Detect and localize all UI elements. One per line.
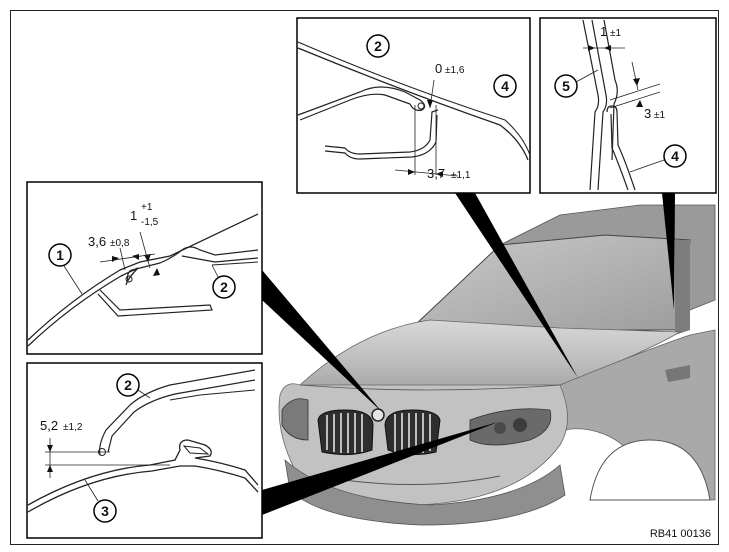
dim-width-tol: ±1,1 [451, 170, 471, 181]
dim-width-tol: ±0,8 [110, 238, 130, 249]
car-headlight-right [469, 408, 552, 446]
dim-gap-value: 1 [130, 208, 137, 223]
part-2-seal [126, 246, 259, 283]
outer-frame [10, 10, 719, 545]
callout-circle [493, 74, 517, 98]
detail-top-middle: 2 4 0 ±1,6 3,7 ±1,1 [296, 17, 531, 194]
callout-3: 3 [101, 503, 109, 519]
dim-width-value: 3,6 [88, 234, 106, 249]
inner-panel [324, 109, 439, 155]
car-hood-gap [299, 384, 561, 391]
dim-gap-tol: ±1,6 [445, 65, 465, 76]
pointer-to-bottom-left [262, 422, 498, 515]
dim-width-value: 3,7 [427, 166, 445, 181]
part-2-seal [107, 379, 256, 453]
inner-panel [324, 114, 438, 160]
car-headlight-left [281, 398, 309, 441]
callout-circle [554, 74, 578, 98]
part-2-seal [169, 389, 256, 401]
part-5-edge [591, 19, 608, 191]
detail-top-right: 5 4 1 ±1 3 ±1 [539, 17, 717, 194]
dim-offset-value: 3 [644, 106, 651, 121]
car-logo [371, 408, 385, 422]
part-1-panel [27, 213, 259, 341]
callout-2: 2 [220, 279, 228, 295]
part-2-seal [297, 86, 426, 116]
dim-gap-value: 0 [435, 61, 442, 76]
car-lower-intake [329, 475, 501, 485]
part-4-seal [610, 113, 629, 191]
car-bumper [284, 458, 566, 526]
detail-bottom-left: 2 3 5,2 ±1,2 [26, 362, 263, 539]
callout-4: 4 [671, 148, 679, 164]
part-3-panel [27, 439, 259, 506]
car-side-vent [665, 365, 690, 382]
part-4-outline [297, 41, 531, 156]
dim-gap-tol-upper: +1 [141, 202, 153, 213]
part-3-panel [27, 465, 259, 513]
callout-circle [212, 275, 236, 299]
inner-panel [97, 289, 213, 317]
car-a-pillar [675, 240, 690, 335]
dim-offset-tol: ±1 [654, 110, 665, 121]
callout-circle [663, 144, 687, 168]
callout-circle [116, 373, 140, 397]
part-4-seal [606, 105, 636, 191]
detail-middle-left: 1 2 1 +1 -1,5 3,6 ±0,8 [26, 181, 263, 355]
callout-2: 2 [124, 377, 132, 393]
part-1-panel [27, 267, 139, 347]
pointer-to-top-middle [455, 193, 578, 378]
part-2-seal [181, 255, 259, 263]
callout-4: 4 [501, 78, 509, 94]
car-headlight-lens [494, 422, 506, 434]
car-wheel-arch [589, 439, 711, 501]
pointer-to-middle-left [262, 270, 382, 412]
callout-5: 5 [562, 78, 570, 94]
callout-1: 1 [56, 247, 64, 263]
part-4-outline [297, 47, 529, 161]
callout-circle [366, 34, 390, 58]
car-headlight-lens [513, 418, 527, 432]
dim-height-tol: ±1,2 [63, 422, 83, 433]
dim-gap-tol-lower: -1,5 [141, 217, 159, 228]
dim-gap-value: 1 [600, 24, 607, 39]
pointer-to-top-right [662, 193, 675, 310]
part-5-edge [582, 19, 600, 191]
part-2-seal [299, 107, 331, 121]
callout-circle [48, 243, 72, 267]
callout-2: 2 [374, 38, 382, 54]
part-4-edge [603, 19, 618, 161]
callout-circle [93, 499, 117, 523]
pointer-wedges [262, 193, 675, 515]
part-2-seal [99, 369, 256, 456]
dim-gap-tol: ±1 [610, 28, 621, 39]
dim-height-value: 5,2 [40, 418, 58, 433]
reference-code: RB41 00136 [649, 528, 711, 540]
car-windshield [413, 234, 691, 331]
